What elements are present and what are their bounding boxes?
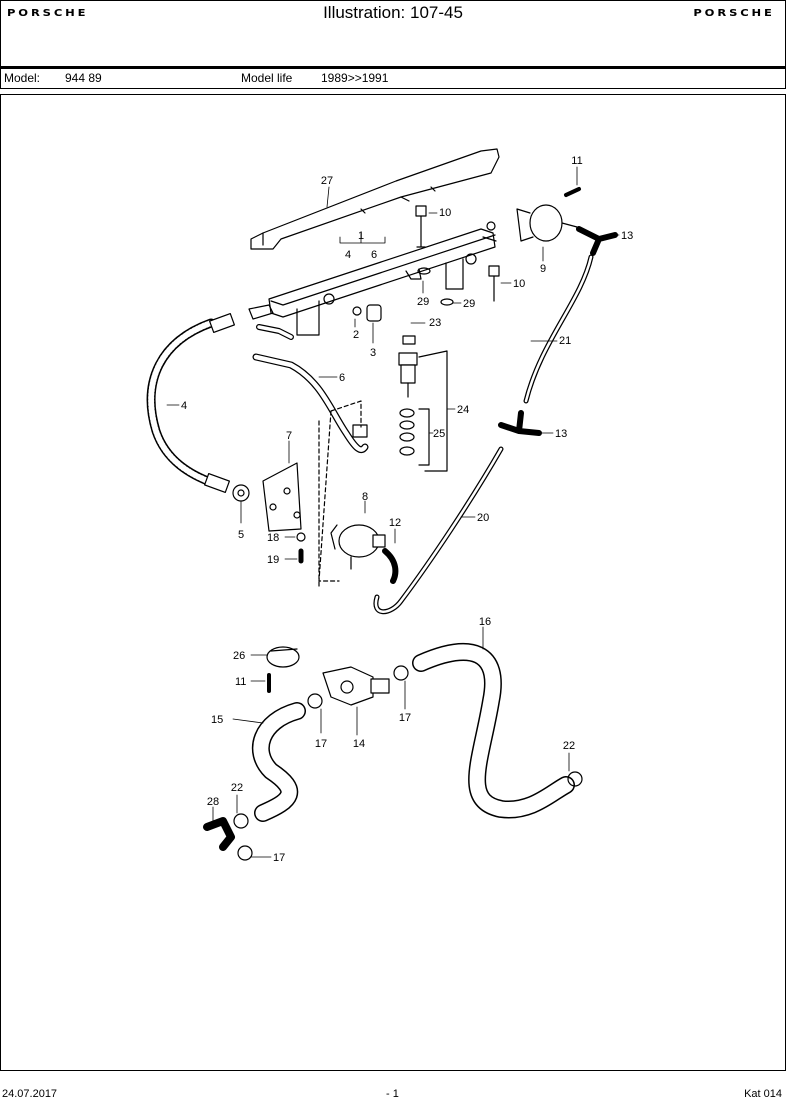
callout-11-lower: 11 xyxy=(235,676,246,688)
callout-16: 16 xyxy=(479,616,491,628)
callout-28: 28 xyxy=(207,796,219,808)
callout-27: 27 xyxy=(321,175,333,187)
t-piece-13-top xyxy=(576,226,618,256)
clamp-17a xyxy=(307,693,323,709)
washer-18 xyxy=(296,532,306,542)
model-info-bar: Model: 944 89 Model life 1989>>1991 xyxy=(0,66,786,89)
washer-2 xyxy=(352,306,362,316)
bolt-11-top xyxy=(564,187,581,197)
callout-10-top: 10 xyxy=(439,207,451,219)
pressure-damper-9 xyxy=(516,204,578,242)
callout-22-left: 22 xyxy=(231,782,243,794)
callout-9: 9 xyxy=(540,263,546,275)
callout-18: 18 xyxy=(267,532,279,544)
bracket-7 xyxy=(262,462,302,532)
assembly-leader-lines xyxy=(318,400,362,588)
t-piece-13-lower xyxy=(498,410,542,436)
callout-5: 5 xyxy=(238,529,244,541)
washer-29b xyxy=(440,298,454,306)
footer-catalog: Kat 014 xyxy=(744,1088,782,1100)
callout-23: 23 xyxy=(429,317,441,329)
callout-13-top: 13 xyxy=(621,230,633,242)
callout-17-lower: 17 xyxy=(273,852,285,864)
clamp-22b xyxy=(567,771,583,787)
clip-23 xyxy=(402,335,416,345)
clamp-17b xyxy=(393,665,409,681)
callout-17-mid: 17 xyxy=(399,712,411,724)
callout-7: 7 xyxy=(286,430,292,442)
callout-labels: 27 1 4 6 2 3 10 10 29 29 23 24 25 11 13 … xyxy=(181,155,633,864)
hose-16 xyxy=(412,642,575,819)
callout-8: 8 xyxy=(362,491,368,503)
callout-6: 6 xyxy=(339,372,345,384)
footer-date: 24.07.2017 xyxy=(2,1088,58,1100)
model-life-value: 1989>>1991 xyxy=(321,71,389,85)
porsche-logo-left: PORSCHE xyxy=(7,8,89,19)
callout-20: 20 xyxy=(477,512,489,524)
callout-leaders xyxy=(166,166,620,858)
fuel-rail-cover xyxy=(250,148,500,250)
callout-24: 24 xyxy=(457,404,469,416)
elbow-28 xyxy=(203,817,235,851)
callout-22-right: 22 xyxy=(563,740,575,752)
valve-14 xyxy=(322,666,390,706)
callout-4-sub: 4 xyxy=(345,249,351,261)
nut-5 xyxy=(232,484,250,502)
model-value: 944 89 xyxy=(65,71,102,85)
exploded-view-drawing: 27 1 4 6 2 3 10 10 29 29 23 24 25 11 13 … xyxy=(146,148,633,864)
callout-14: 14 xyxy=(353,738,365,750)
fuel-hose-braided xyxy=(146,312,235,494)
model-label: Model: xyxy=(4,71,41,85)
model-life-label: Model life xyxy=(241,71,293,85)
illustration-header: PORSCHE Illustration: 107-45 PORSCHE xyxy=(0,0,786,67)
injector-24 xyxy=(398,350,448,472)
hose-12 xyxy=(382,548,399,584)
vacuum-hose-21 xyxy=(523,254,594,404)
parts-diagram: 27 1 4 6 2 3 10 10 29 29 23 24 25 11 13 … xyxy=(0,94,786,1071)
bolt-10-right xyxy=(488,265,500,302)
pressure-regulator-8 xyxy=(330,524,386,570)
callout-29-right: 29 xyxy=(463,298,475,310)
porsche-logo-right: PORSCHE xyxy=(693,8,775,19)
callout-2: 2 xyxy=(353,329,359,341)
callout-11-top: 11 xyxy=(571,155,582,167)
clamp-26 xyxy=(266,646,300,668)
illustration-title: Illustration: 107-45 xyxy=(323,3,463,22)
callout-29-left: 29 xyxy=(417,296,429,308)
callout-1: 1 xyxy=(358,230,364,242)
callout-6-sub: 6 xyxy=(371,249,377,261)
cap-3 xyxy=(366,304,382,322)
callout-25: 25 xyxy=(433,428,445,440)
callout-12: 12 xyxy=(389,517,401,529)
fuel-rail xyxy=(248,221,497,336)
washer-29a xyxy=(417,267,431,275)
fuel-line-6 xyxy=(252,324,369,454)
callout-3: 3 xyxy=(370,347,376,359)
footer-page: - 1 xyxy=(386,1088,399,1100)
clamp-22a xyxy=(233,813,249,829)
callout-21: 21 xyxy=(559,335,571,347)
callout-10-right: 10 xyxy=(513,278,525,290)
callout-26: 26 xyxy=(233,650,245,662)
callout-13-lower: 13 xyxy=(555,428,567,440)
callout-4: 4 xyxy=(181,400,187,412)
bolt-10-top xyxy=(415,205,427,248)
callout-19: 19 xyxy=(267,554,279,566)
callout-17-left: 17 xyxy=(315,738,327,750)
clamp-17c xyxy=(237,845,253,861)
seals-25 xyxy=(399,408,430,466)
callout-15: 15 xyxy=(211,714,223,726)
hose-15 xyxy=(251,702,306,822)
